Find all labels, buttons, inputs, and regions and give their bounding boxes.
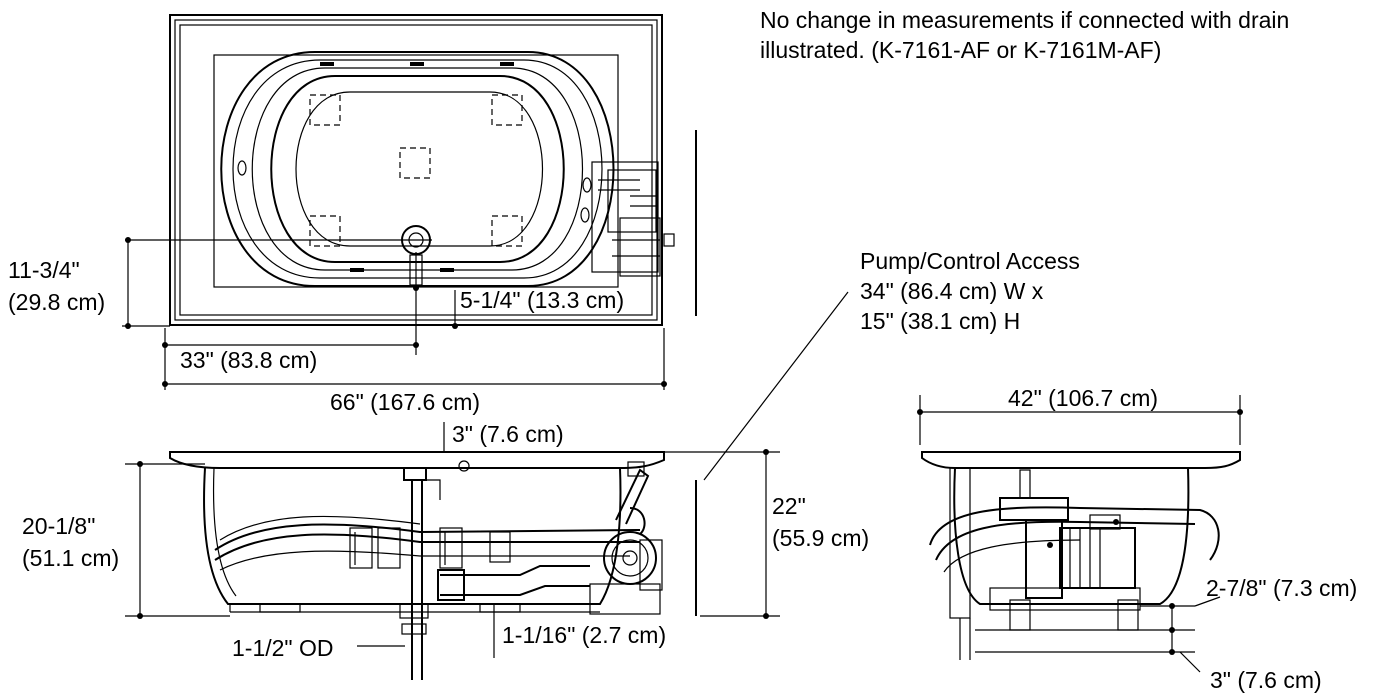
top-view	[122, 14, 697, 390]
basin-outline	[220, 51, 615, 287]
dim-base-offset: 1-1/16" (2.7 cm)	[502, 622, 666, 648]
pump-front-view	[589, 461, 663, 615]
dim-drain-height-cm: (29.8 cm)	[8, 289, 105, 315]
dim-overall-width: 42" (106.7 cm)	[1008, 385, 1158, 411]
dim-rim-width: 3" (7.6 cm)	[452, 421, 564, 447]
basin-floor	[295, 91, 544, 247]
note-line-1: No change in measurements if connected w…	[760, 7, 1289, 33]
front-elevation	[125, 291, 849, 680]
rim-profile	[169, 451, 665, 469]
dim-foot-height: 2-7/8" (7.3 cm)	[1206, 575, 1357, 601]
pump-access-line-3: 15" (38.1 cm) H	[860, 308, 1020, 334]
dim-drain-od: 1-1/2" OD	[232, 635, 333, 661]
dim-drain-offset: 5-1/4" (13.3 cm)	[460, 287, 624, 313]
dim-bath-height-in: 20-1/8"	[22, 513, 95, 539]
dim-base-height: 3" (7.6 cm)	[1210, 667, 1322, 693]
dim-drain-height-in: 11-3/4"	[8, 257, 80, 283]
dim-total-height-cm: (55.9 cm)	[772, 525, 869, 551]
pump-top-view	[591, 161, 675, 277]
dim-overall-length: 66" (167.6 cm)	[330, 389, 480, 415]
pump-access-line-1: Pump/Control Access	[860, 248, 1080, 274]
motor-body	[1059, 527, 1136, 589]
dim-bath-height-cm: (51.1 cm)	[22, 545, 119, 571]
pump-access-line-2: 34" (86.4 cm) W x	[860, 278, 1044, 304]
union-fitting	[349, 527, 373, 569]
dim-drain-center: 33" (83.8 cm)	[180, 347, 317, 373]
side-elevation	[917, 395, 1243, 673]
dim-total-height-in: 22"	[772, 493, 806, 519]
note-line-2: illustrated. (K-7161-AF or K-7161M-AF)	[760, 37, 1161, 63]
